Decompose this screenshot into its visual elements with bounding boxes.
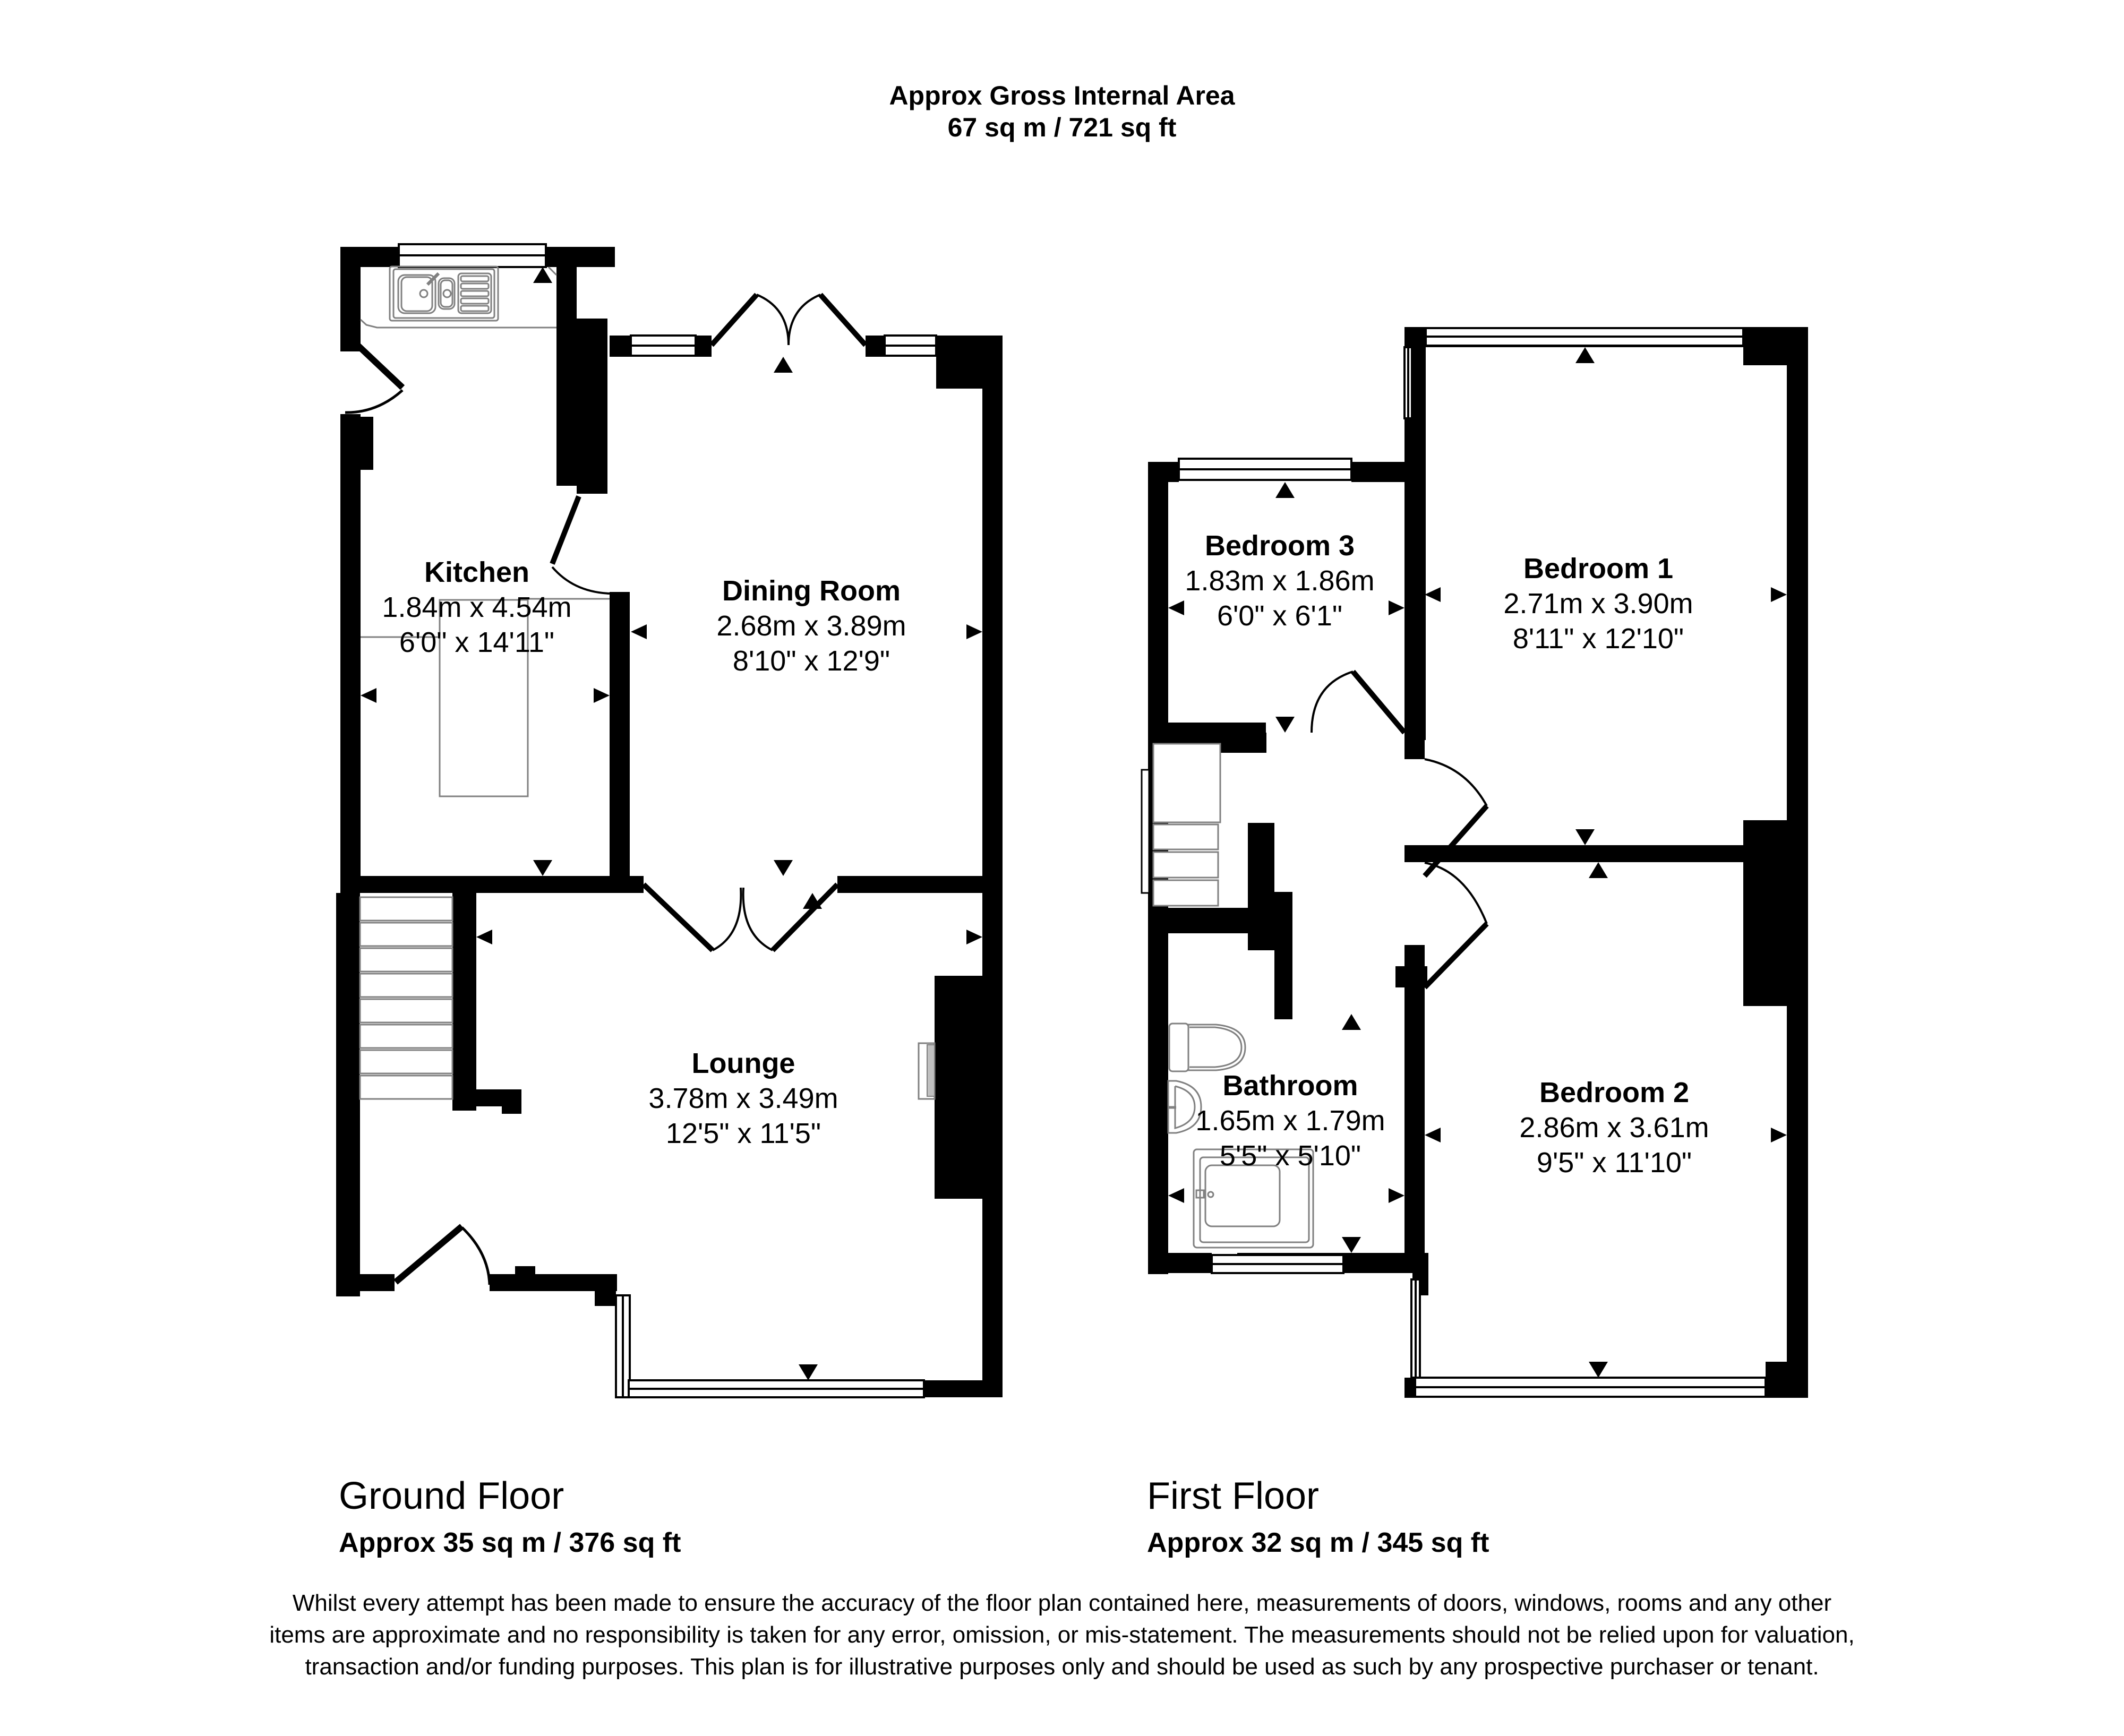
- dimension-arrows-ground: [361, 267, 982, 1380]
- room-label-kitchen: Kitchen 1.84m x 4.54m 6'0" x 14'11": [382, 555, 571, 660]
- ground-floor-caption: Ground Floor Approx 35 sq m / 376 sq ft: [339, 1475, 681, 1559]
- room-label-bathroom: Bathroom 1.65m x 1.79m 5'5" x 5'10": [1195, 1068, 1385, 1173]
- room-metric: 2.86m x 3.61m: [1519, 1112, 1709, 1144]
- bathroom-window: [1211, 1254, 1344, 1274]
- basin-icon: [1167, 1080, 1202, 1134]
- room-metric: 1.83m x 1.86m: [1185, 565, 1375, 597]
- disclaimer-text: Whilst every attempt has been made to en…: [269, 1590, 1855, 1680]
- bedroom-1-walls: [1404, 327, 1808, 1397]
- kitchen-island: [361, 598, 610, 797]
- room-metric: 2.71m x 3.90m: [1503, 588, 1693, 620]
- room-metric: 2.68m x 3.89m: [716, 610, 906, 642]
- bedroom-3-door: [1311, 669, 1407, 735]
- room-imperial: 12'5" x 11'5": [665, 1118, 821, 1149]
- kitchen-walls: [340, 247, 630, 893]
- gross-area-value: 67 sq m / 721 sq ft: [947, 113, 1177, 142]
- room-label-lounge: Lounge 3.78m x 3.49m 12'5" x 11'5": [648, 1046, 838, 1151]
- kitchen-window: [398, 243, 547, 268]
- room-metric: 1.65m x 1.79m: [1195, 1105, 1385, 1137]
- room-imperial: 8'11" x 12'10": [1512, 623, 1684, 655]
- landing-staircase-icon: [1152, 743, 1221, 907]
- room-name: Kitchen: [424, 556, 530, 588]
- bedroom-3-window: [1178, 458, 1352, 481]
- bedroom-1-windows: [1403, 327, 1744, 419]
- dimension-arrows-first: [1168, 347, 1787, 1378]
- room-name: Lounge: [691, 1047, 795, 1079]
- floor-area: Approx 32 sq m / 345 sq ft: [1147, 1527, 1489, 1558]
- dining-french-doors: [709, 293, 868, 347]
- room-imperial: 8'10" x 12'9": [732, 645, 890, 677]
- toilet-icon: [1168, 1022, 1246, 1072]
- room-name: Dining Room: [722, 575, 901, 607]
- gross-area-title: Approx Gross Internal Area: [889, 81, 1235, 110]
- gross-area-header: Approx Gross Internal Area 67 sq m / 721…: [0, 80, 2124, 143]
- lounge-windows: [615, 1294, 925, 1398]
- sink-icon: [359, 265, 558, 329]
- ground-floor-plan: [336, 243, 1003, 1398]
- landing-window: [1141, 769, 1150, 894]
- bathroom-walls: [1148, 1253, 1412, 1273]
- room-label-bedroom-2: Bedroom 2 2.86m x 3.61m 9'5" x 11'10": [1519, 1075, 1709, 1180]
- fireplace-icon: [918, 1042, 936, 1100]
- first-floor-plan: [1141, 327, 1808, 1398]
- kitchen-back-door: [342, 331, 405, 414]
- room-imperial: 9'5" x 11'10": [1536, 1147, 1692, 1179]
- room-metric: 1.84m x 4.54m: [382, 591, 572, 623]
- hall-walls: [336, 893, 617, 1306]
- bedroom-2-windows: [1410, 1278, 1767, 1398]
- dining-room-walls: [610, 336, 1003, 1397]
- floor-area: Approx 35 sq m / 376 sq ft: [339, 1527, 681, 1558]
- staircase-icon: [359, 896, 453, 1100]
- kitchen-dining-door: [550, 495, 610, 595]
- floor-name: Ground Floor: [339, 1475, 564, 1517]
- room-name: Bedroom 2: [1539, 1077, 1690, 1108]
- room-name: Bedroom 1: [1523, 553, 1674, 585]
- first-floor-caption: First Floor Approx 32 sq m / 345 sq ft: [1147, 1475, 1489, 1559]
- room-label-bedroom-1: Bedroom 1 2.71m x 3.90m 8'11" x 12'10": [1503, 551, 1693, 656]
- dining-windows: [630, 334, 937, 357]
- room-name: Bathroom: [1222, 1070, 1358, 1102]
- floor-name: First Floor: [1147, 1475, 1319, 1517]
- dining-lounge-doors: [641, 882, 840, 952]
- room-imperial: 6'0" x 14'11": [399, 626, 555, 658]
- room-label-bedroom-3: Bedroom 3 1.83m x 1.86m 6'0" x 6'1": [1185, 528, 1374, 633]
- bath-icon: [1193, 1148, 1314, 1249]
- room-imperial: 5'5" x 5'10": [1219, 1140, 1361, 1172]
- room-label-dining-room: Dining Room 2.68m x 3.89m 8'10" x 12'9": [716, 573, 906, 678]
- room-metric: 3.78m x 3.49m: [648, 1082, 838, 1114]
- front-door: [393, 1224, 491, 1285]
- bedroom-1-door: [1423, 758, 1489, 878]
- room-imperial: 6'0" x 6'1": [1217, 600, 1343, 632]
- bedroom-2-door: [1423, 862, 1489, 990]
- lounge-walls: [616, 976, 1003, 1397]
- room-name: Bedroom 3: [1204, 530, 1355, 562]
